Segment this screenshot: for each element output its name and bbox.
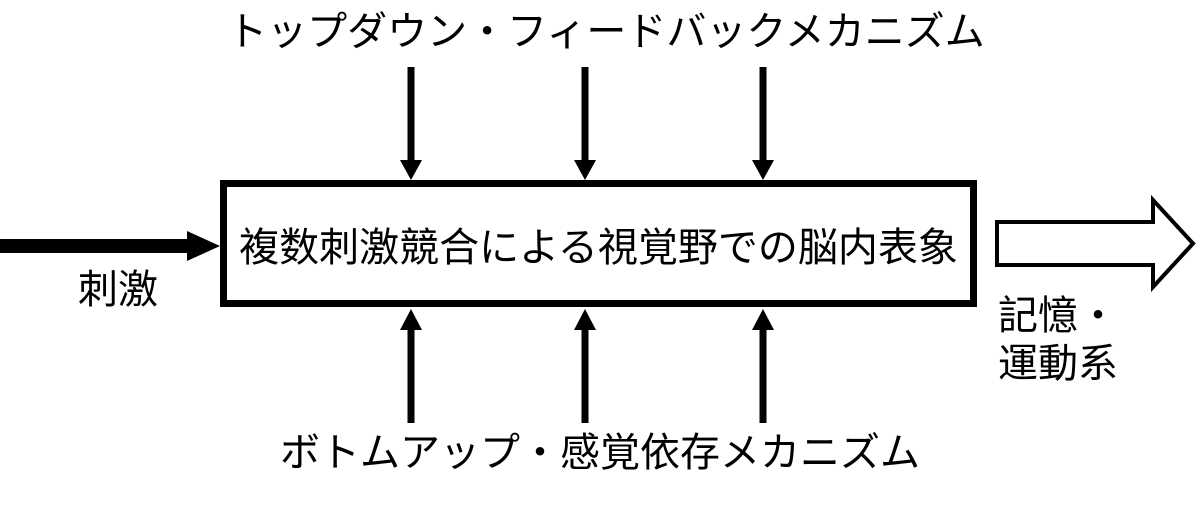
output-label-line1: 記憶・ [998,294,1118,338]
representation-box-label: 複数刺激競合による視覚野での脳内表象 [239,225,958,270]
output-label-line2: 運動系 [998,342,1118,386]
output-block-arrow [995,194,1196,293]
bottom-up-arrow-2 [574,309,596,423]
representation-box: 複数刺激競合による視覚野での脳内表象 [220,180,977,307]
bottom-up-arrow-1 [400,309,422,423]
stimulus-label: 刺激 [78,268,158,312]
stimulus-input-arrow [0,231,220,261]
bottom-up-arrow-3 [752,309,774,423]
bottom-up-mechanism-label: ボトムアップ・感覚依存メカニズム [280,431,920,475]
top-down-mechanism-label: トップダウン・フィードバックメカニズム [227,10,985,54]
top-down-arrow-3 [752,67,774,180]
top-down-arrow-1 [400,67,422,180]
output-label: 記憶・ 運動系 [998,292,1118,388]
top-down-arrow-2 [574,67,596,180]
